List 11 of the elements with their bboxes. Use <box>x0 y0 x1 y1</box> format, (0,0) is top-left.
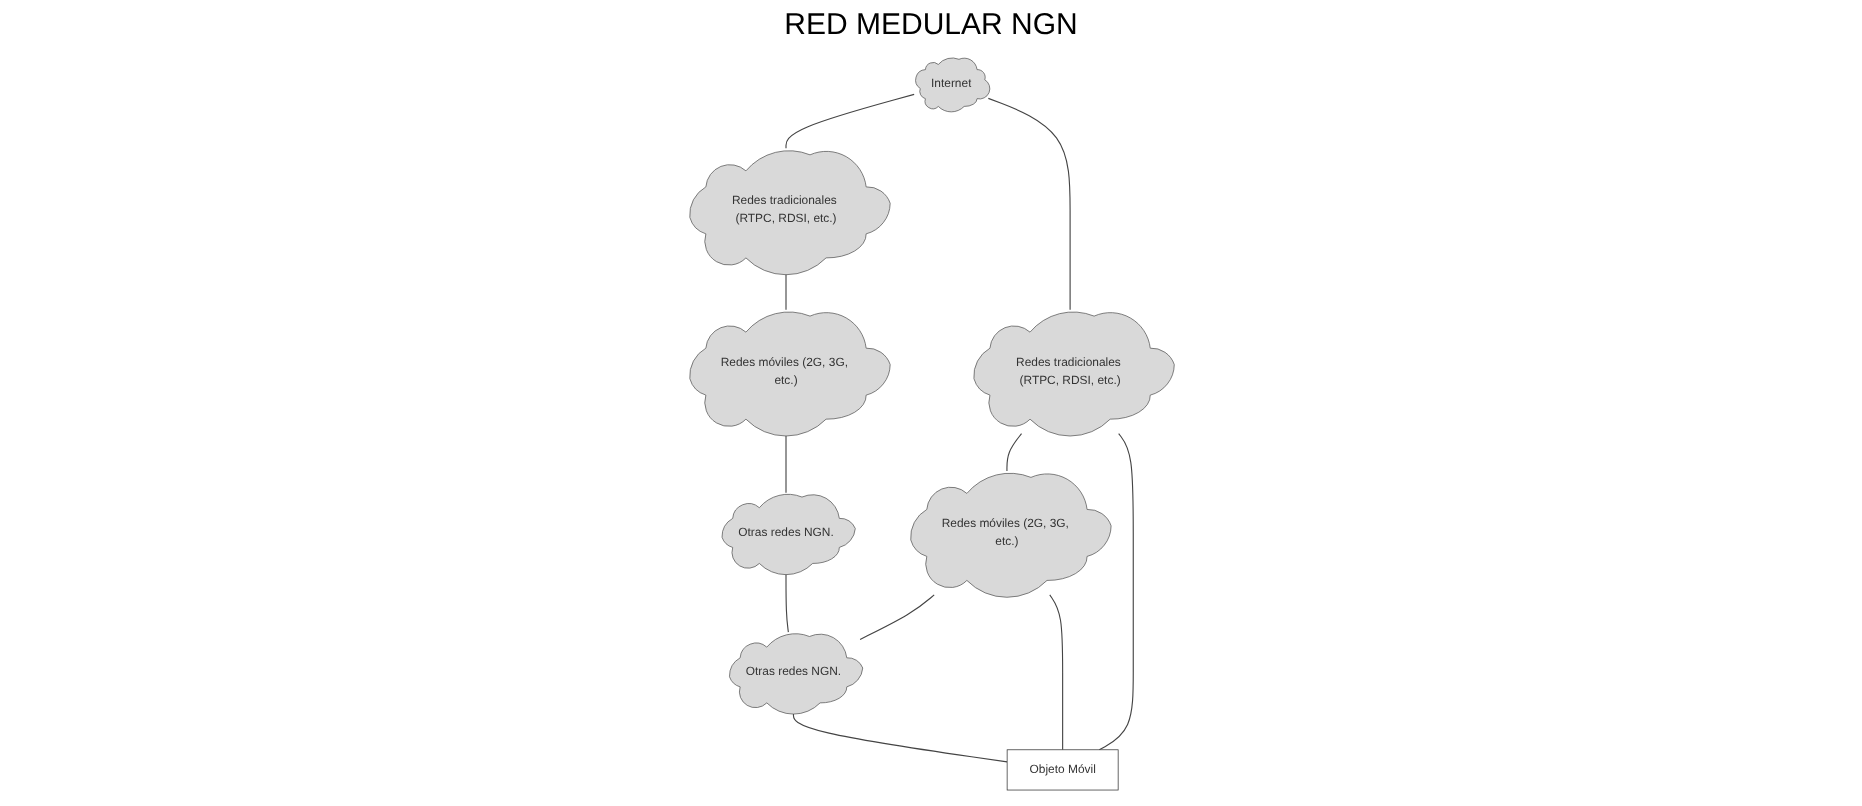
connector <box>1097 433 1133 751</box>
connector <box>986 97 1070 311</box>
connector <box>784 93 914 149</box>
connector <box>1048 594 1063 751</box>
network-label: RED MEDULAR NGN <box>784 8 1078 42</box>
connector <box>784 433 786 494</box>
connector <box>791 711 1007 763</box>
connector <box>784 572 788 633</box>
connector <box>784 271 786 311</box>
connector <box>858 594 934 640</box>
connector <box>1005 433 1022 472</box>
